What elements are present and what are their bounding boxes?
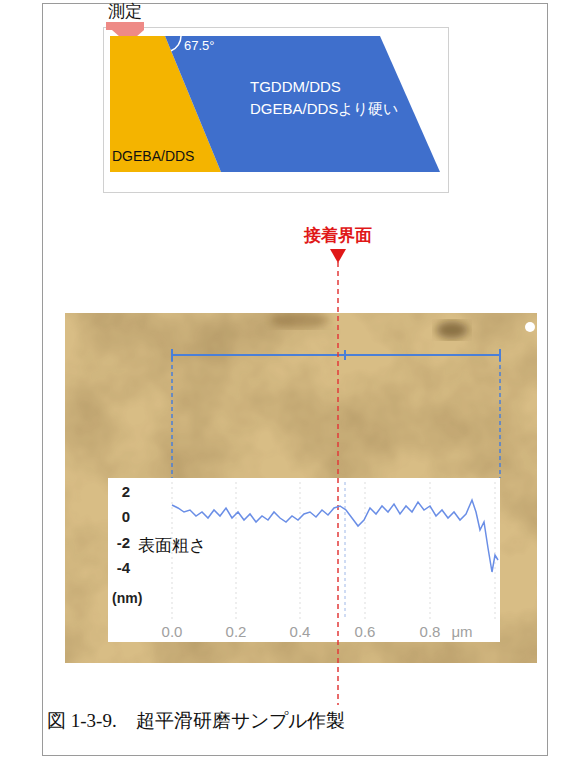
figure-frame (43, 4, 548, 756)
region-label: TGDDM/DDS (250, 78, 341, 96)
roughness-profile (172, 500, 498, 572)
grid-line (365, 482, 366, 620)
afm-dark-spot (436, 321, 468, 339)
grid-lines (172, 482, 495, 620)
grid-line (300, 482, 301, 620)
axis-tick: 0.0 (160, 623, 185, 641)
measure-label: 測定 (108, 2, 142, 22)
afm-texture (65, 313, 537, 663)
axis-tick: 0.6 (353, 623, 378, 641)
region-shape (165, 36, 440, 172)
resin-region: TGDDM/DDS DGEBA/DDSより硬い (165, 36, 440, 172)
scan-line (172, 354, 500, 356)
figure-caption: 図 1-3-9. 超平滑研磨サンプル作製 (47, 710, 345, 733)
interface-line (337, 262, 339, 705)
axis-unit: μm (449, 623, 474, 641)
region-label: DGEBA/DDSより硬い (250, 100, 398, 118)
axis-tick: 0.2 (224, 623, 249, 641)
grid-line (430, 482, 431, 620)
interface-marker (330, 249, 346, 263)
grid-line (236, 482, 237, 620)
axis-tick: 0.8 (418, 623, 443, 641)
axis-unit: (nm) (112, 590, 142, 607)
interface-label: 接着界面 (304, 226, 372, 246)
grid-line (495, 482, 496, 620)
angle-arc (171, 36, 181, 51)
region-label: DGEBA/DDS (112, 148, 194, 165)
afm-white-spot (525, 322, 535, 332)
scan-marker (344, 350, 346, 360)
axis-tick: -4 (117, 559, 130, 577)
inset-frame (104, 28, 449, 193)
scan-guide (499, 358, 501, 478)
scan-guide (171, 358, 173, 478)
profile-panel (108, 478, 500, 642)
afm-dark-spot (270, 313, 330, 328)
marker-guide (345, 482, 346, 620)
axis-tick: -2 (117, 534, 130, 552)
axis-tick: 0 (122, 508, 130, 526)
axis-tick: 2 (122, 483, 130, 501)
afm-image (65, 313, 537, 663)
axis-title: 表面粗さ (138, 536, 206, 556)
axis-tick: 0.4 (288, 623, 313, 641)
afm-ground (65, 313, 537, 663)
angle-label: 67.5° (184, 38, 215, 54)
